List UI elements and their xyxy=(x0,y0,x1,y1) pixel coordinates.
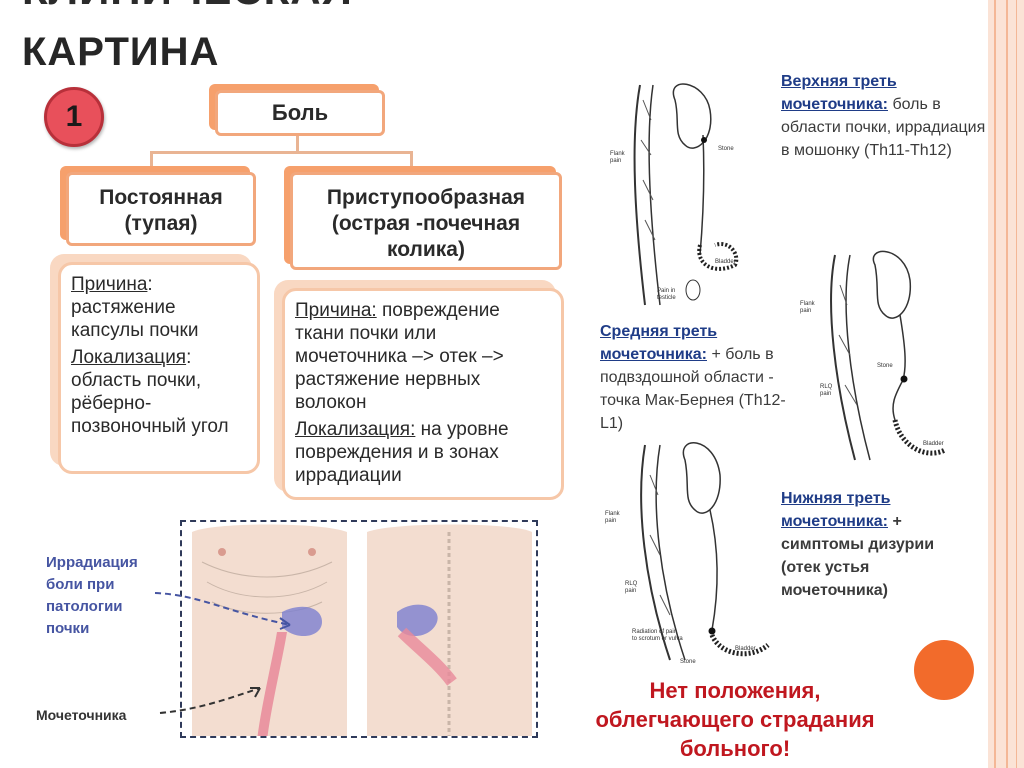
lower-third-heading: Нижняя треть мочеточника: xyxy=(781,490,891,530)
upper-third-body: боль в области почки, иррадиация в мошон… xyxy=(781,96,986,159)
label-bladder-3: Bladder xyxy=(735,646,756,652)
label-pain-in: Pain in xyxy=(657,288,675,294)
label-testicle: testicle xyxy=(657,295,676,301)
paroxysmal-details-box: Причина: повреждение ткани почки или моч… xyxy=(282,288,564,500)
irradiation-label: Иррадиация боли при патологии почки xyxy=(46,554,138,637)
label-radiation-2: to scrotum or vulva xyxy=(632,636,683,642)
label-flank-3: Flank xyxy=(605,511,621,517)
middle-third-body: + боль в подвздошной области - точка Мак… xyxy=(600,346,786,432)
paroxysmal-label-1: Приступообразная xyxy=(326,186,526,209)
label-pain-3: pain xyxy=(820,391,831,397)
paroxysmal-loc-label: Локализация: xyxy=(295,419,416,440)
upper-ureter-illustration: Flank pain Stone Bladder Pain in testicl… xyxy=(610,83,739,306)
paroxysmal-cause-label: Причина: xyxy=(295,300,377,321)
paroxysmal-label-2: (острая -почечная xyxy=(331,212,521,235)
label-radiation-1: Radiation of pain xyxy=(632,629,677,635)
constant-cause-text: растяжение капсулы почки xyxy=(71,297,199,341)
label-flank-2: Flank xyxy=(800,301,816,307)
label-flank-1: Flank xyxy=(610,151,626,157)
pain-label: Боль xyxy=(271,100,329,125)
page-title: КАРТИНА xyxy=(22,30,220,74)
label-pain-4: pain xyxy=(605,518,616,524)
middle-ureter-illustration: Flank pain RLQ pain Stone Bladder xyxy=(800,250,947,461)
label-pain-5: pain xyxy=(625,588,636,594)
paroxysmal-label-3: колика) xyxy=(387,238,465,261)
label-stone-1: Stone xyxy=(718,146,734,152)
right-border-line-2 xyxy=(1006,0,1008,768)
label-rlq-1: RLQ xyxy=(820,384,833,390)
paroxysmal-pain-box: Приступообразная (острая -почечная колик… xyxy=(290,172,562,270)
final-line-3: больного! xyxy=(679,736,791,761)
right-border-line-1 xyxy=(994,0,996,768)
decorative-orange-circle xyxy=(914,640,974,700)
body-illustration-box xyxy=(180,520,538,738)
pain-box: Боль xyxy=(215,90,385,136)
label-pain-1: pain xyxy=(610,158,621,164)
middle-third-text: Средняя треть мочеточника: + боль в подв… xyxy=(600,320,800,435)
constant-loc-colon: : xyxy=(186,347,192,368)
constant-loc-label: Локализация xyxy=(71,347,187,368)
constant-pain-box: Постоянная (тупая) xyxy=(66,172,256,246)
lower-ureter-illustration: Flank pain RLQ pain Radiation of pain to… xyxy=(605,442,770,665)
irradiation-arrow xyxy=(154,592,291,630)
constant-label-1: Постоянная xyxy=(99,186,223,209)
connector-horizontal xyxy=(150,151,412,154)
connector-left xyxy=(150,151,153,171)
upper-third-text: Верхняя треть мочеточника: боль в област… xyxy=(781,70,986,162)
constant-cause-label: Причина xyxy=(71,274,148,295)
label-bladder-2: Bladder xyxy=(923,441,944,447)
final-line-2: облегчающего страдания xyxy=(595,707,875,732)
body-illustration xyxy=(192,524,532,736)
connector-vertical xyxy=(296,136,299,152)
connector-right xyxy=(410,151,413,171)
constant-label-2: (тупая) xyxy=(124,212,198,235)
label-pain-2: pain xyxy=(800,308,811,314)
lower-third-text: Нижняя треть мочеточника: + симптомы диз… xyxy=(781,487,951,602)
paroxysmal-loc-text: на уровне повреждения и в зонах иррадиац… xyxy=(295,419,509,486)
constant-details-box: Причина: растяжение капсулы почки Локали… xyxy=(58,262,260,474)
constant-loc-text: область почки, рёберно-позвоночный угол xyxy=(71,370,229,437)
label-bladder-1: Bladder xyxy=(715,259,736,265)
constant-cause-colon: : xyxy=(147,274,153,295)
label-stone-2: Stone xyxy=(877,363,893,369)
final-note: Нет положения, облегчающего страдания бо… xyxy=(560,676,910,763)
lower-third-body: + симптомы дизурии (отек устья мочеточни… xyxy=(781,513,935,599)
number-badge: 1 xyxy=(44,87,104,147)
label-stone-3: Stone xyxy=(680,659,696,665)
middle-third-heading: Средняя треть мочеточника: xyxy=(600,323,718,363)
final-line-1: Нет положения, xyxy=(649,678,821,703)
upper-third-heading: Верхняя треть мочеточника: xyxy=(781,73,897,113)
paroxysmal-cause-text: повреждение ткани почки или мочеточника … xyxy=(295,300,504,413)
label-rlq-2: RLQ xyxy=(625,581,638,587)
right-border-line-3 xyxy=(1016,0,1017,768)
title-top: КЛИНИЧЕСКАЯ xyxy=(22,0,353,14)
ureter-arrow xyxy=(159,687,261,714)
ureter-label: Мочеточника xyxy=(36,707,127,723)
